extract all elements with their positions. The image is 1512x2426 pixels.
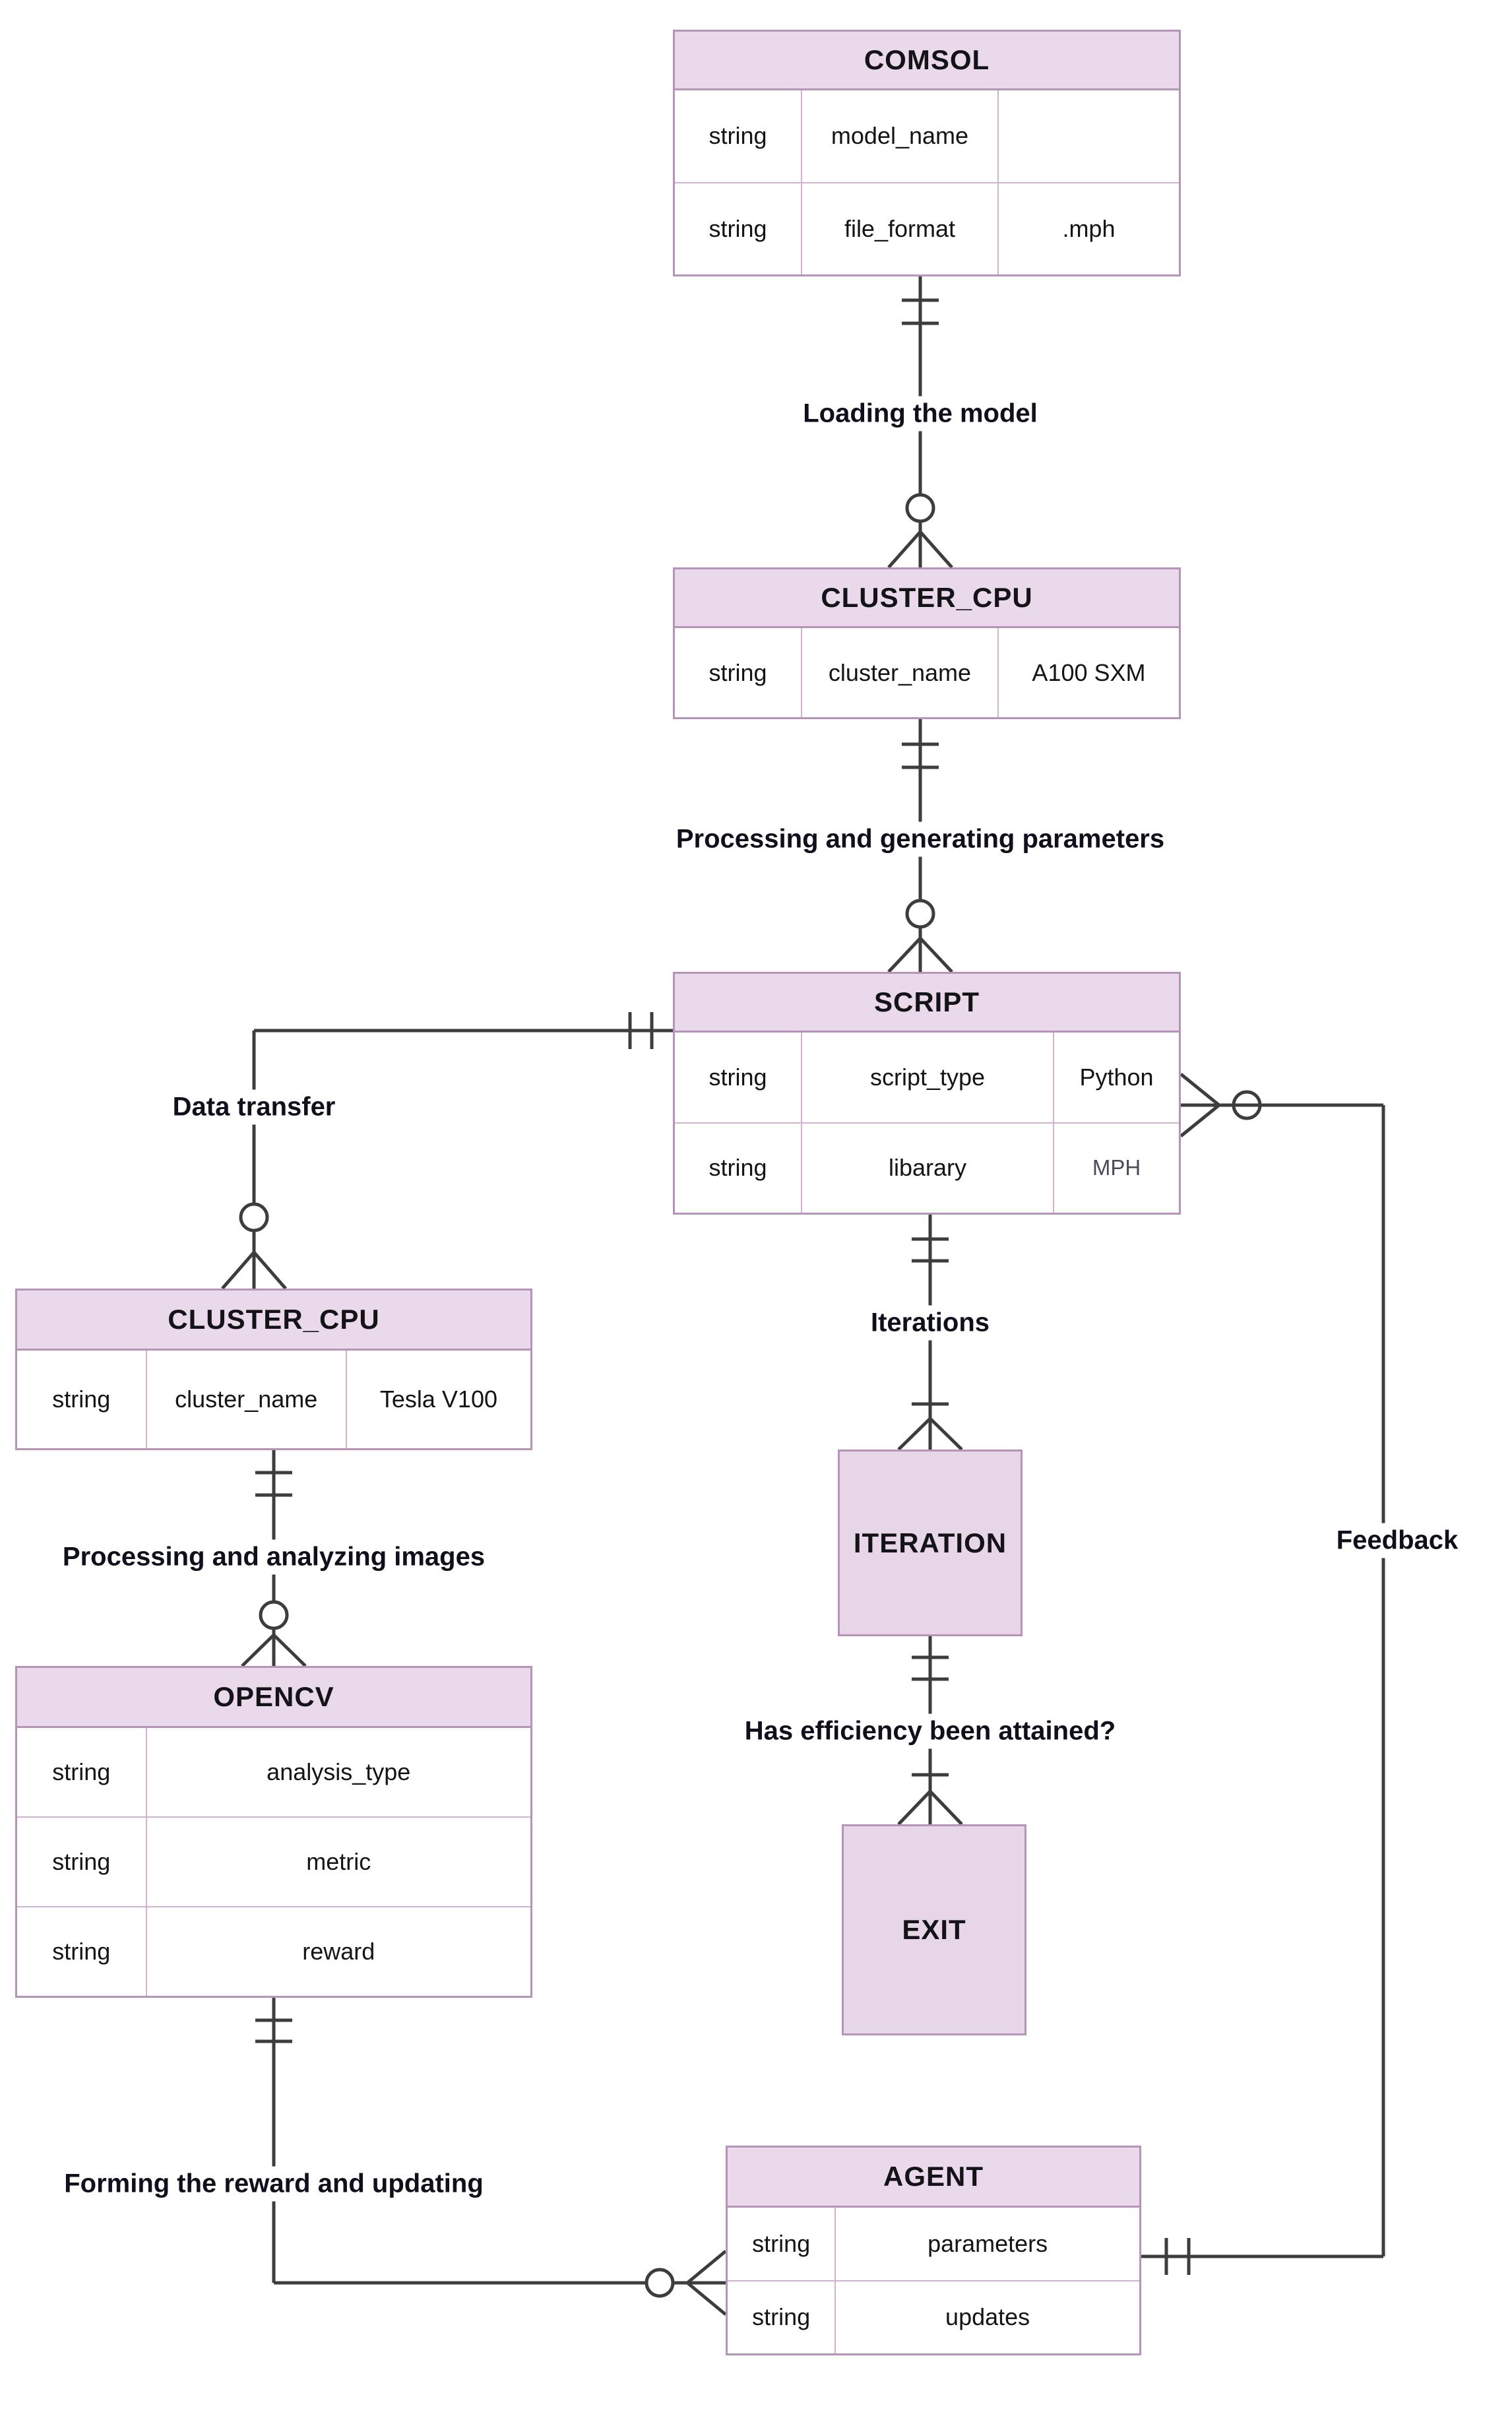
table-row: string libarary MPH	[675, 1122, 1179, 1213]
label-efficiency-question: Has efficiency been attained?	[734, 1713, 1127, 1749]
entity-opencv: OPENCV string analysis_type string metri…	[15, 1666, 532, 1998]
cell-attribute: libarary	[801, 1123, 1053, 1213]
cell-value: Python	[1053, 1033, 1179, 1122]
entity-comsol-title: COMSOL	[675, 32, 1179, 90]
relationship-feedback	[1141, 1073, 1385, 2275]
entity-cluster-cpu-tesla: CLUSTER_CPU string cluster_name Tesla V1…	[15, 1289, 532, 1450]
cell-type: string	[709, 122, 767, 150]
table-row: string model_name	[675, 90, 1179, 182]
cell-value: .mph	[997, 183, 1179, 274]
cell-type: string	[709, 1063, 767, 1091]
cell-type: string	[52, 1938, 111, 1965]
table-row: string parameters	[728, 2208, 1139, 2280]
label-feedback: Feedback	[1325, 1523, 1469, 1558]
cell-attribute: reward	[145, 1907, 531, 1996]
table-row: string file_format .mph	[675, 181, 1179, 274]
cell-attribute: file_format	[801, 183, 997, 274]
label-forming-reward: Forming the reward and updating	[53, 2166, 494, 2202]
relationship-forming-reward	[255, 1998, 727, 2316]
entity-comsol: COMSOL string model_name string file_for…	[673, 30, 1181, 276]
entity-script-title: SCRIPT	[675, 974, 1179, 1033]
relationship-data-transfer	[221, 1012, 673, 1290]
cell-type: string	[709, 214, 767, 242]
entity-iteration: ITERATION	[838, 1450, 1023, 1636]
cell-attribute: script_type	[801, 1033, 1053, 1122]
entity-agent-title: AGENT	[728, 2148, 1139, 2208]
entity-cluster-cpu-a100-title: CLUSTER_CPU	[675, 569, 1179, 628]
cell-value: Tesla V100	[345, 1351, 530, 1448]
label-processing-analyzing: Processing and analyzing images	[51, 1539, 496, 1575]
cell-type: string	[52, 1758, 111, 1785]
cell-attribute: cluster_name	[145, 1351, 346, 1448]
entity-agent: AGENT string parameters string updates	[726, 2146, 1141, 2355]
cell-attribute: cluster_name	[801, 628, 997, 717]
entity-opencv-title: OPENCV	[17, 1668, 530, 1728]
cell-value: MPH	[1053, 1123, 1179, 1213]
label-processing-generating: Processing and generating parameters	[665, 821, 1176, 857]
label-iterations: Iterations	[860, 1305, 1001, 1341]
table-row: string reward	[17, 1906, 530, 1996]
cell-type: string	[752, 2229, 811, 2257]
table-row: string cluster_name Tesla V100	[17, 1351, 530, 1448]
table-row: string analysis_type	[17, 1728, 530, 1816]
cell-type: string	[52, 1848, 111, 1875]
cell-attribute: model_name	[801, 90, 997, 182]
cell-type: string	[52, 1386, 111, 1413]
table-row: string cluster_name A100 SXM	[675, 628, 1179, 717]
cell-type: string	[709, 1154, 767, 1182]
label-loading-the-model: Loading the model	[792, 396, 1048, 431]
cell-value: A100 SXM	[997, 628, 1179, 717]
table-row: string metric	[17, 1816, 530, 1906]
table-row: string script_type Python	[675, 1033, 1179, 1122]
cell-attribute: metric	[145, 1818, 531, 1906]
cell-attribute: analysis_type	[145, 1728, 531, 1816]
cell-value	[997, 90, 1179, 182]
label-data-transfer: Data transfer	[162, 1089, 346, 1125]
cell-type: string	[752, 2303, 811, 2331]
table-row: string updates	[728, 2280, 1139, 2353]
entity-script: SCRIPT string script_type Python string …	[673, 972, 1181, 1215]
entity-cluster-cpu-tesla-title: CLUSTER_CPU	[17, 1291, 530, 1351]
cell-attribute: parameters	[835, 2208, 1139, 2280]
cell-attribute: updates	[835, 2281, 1139, 2353]
cell-type: string	[709, 658, 767, 686]
entity-cluster-cpu-a100: CLUSTER_CPU string cluster_name A100 SXM	[673, 567, 1181, 719]
entity-exit: EXIT	[842, 1824, 1026, 2035]
relationship-processing-generating	[887, 719, 953, 973]
